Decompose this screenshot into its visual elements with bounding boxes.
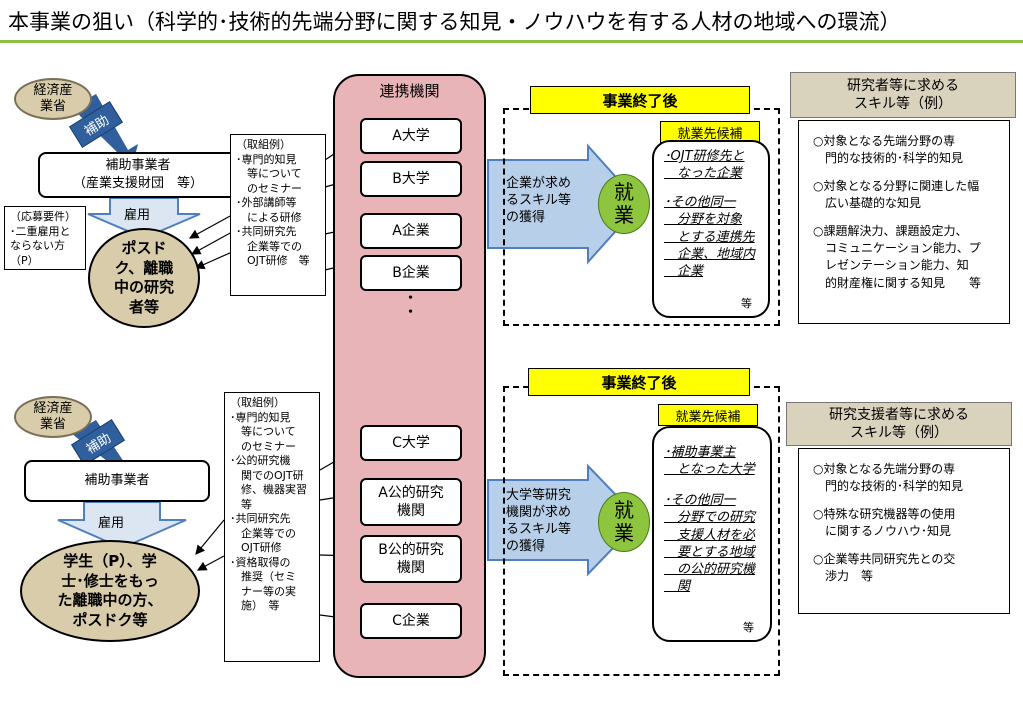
candidate-item: ･その他同一 分野での研究 支援人材を必 要とする地域 の公的研究機 関 [664, 493, 756, 595]
candidate-item: ･補助事業主 となった大学 [664, 445, 755, 478]
candidate-etc: 等 [741, 297, 752, 311]
after-project-label-bottom: 事業終了後 [528, 368, 750, 396]
target-oval-top: ポスド ク、離職 中の研究 者等 [88, 228, 200, 328]
examples-box-bottom: （取組例） ･専門的知見 等について のセミナー ･公的研究機 関でのOJT研 … [224, 392, 320, 662]
ministry-oval-top: 経済産 業省 [14, 78, 92, 120]
skill-arrow-text-bottom: 大学等研究 機関が求め るスキル等 の獲得 [506, 488, 572, 554]
ministry-label: 経済産 業省 [33, 82, 73, 114]
candidate-box-top: ･OJT研修先と なった企業 ･その他同一 分野を対象 とする連携先 企業、地域… [652, 140, 770, 318]
org-c-university: C大学 [360, 425, 462, 461]
candidate-item: ･その他同一 分野を対象 とする連携先 企業、地域内 企業 [664, 195, 756, 279]
skill-list-bottom: ○対象となる先端分野の専 門的な技術的･科学的知見 ○特殊な研究機器等の使用 に… [798, 448, 1010, 614]
employment-circle-bottom: 就 業 [598, 492, 650, 552]
partner-institutions-title: 連携機関 [379, 82, 440, 100]
candidate-etc: 等 [743, 621, 754, 635]
skill-item: ○課題解決力、課題設定力、 コミュニケーション能力、プ レゼンテーション能力、知… [813, 223, 982, 290]
ministry-oval-bottom: 経済産 業省 [14, 396, 92, 438]
candidate-label-top: 就業先候補 [660, 121, 760, 143]
operator-box-bottom: 補助事業者 [24, 460, 210, 502]
org-a-public-research: A公的研究 機関 [360, 478, 462, 526]
skill-arrow-text-top: 企業が求め るスキル等 の獲得 [506, 176, 572, 225]
skill-item: ○対象となる先端分野の専 門的な技術的･科学的知見 [813, 134, 964, 166]
org-b-public-research: B公的研究 機関 [360, 535, 462, 583]
operator-box-top: 補助事業者 （産業支援財団 等） [38, 152, 238, 198]
koyo-label-bottom: 雇用 [98, 516, 125, 531]
target-oval-bottom: 学生（P）、学 士･修士をもっ た離職中の方、 ポスドク等 [20, 540, 200, 642]
skill-list-top: ○対象となる先端分野の専 門的な技術的･科学的知見 ○対象となる分野に関連した幅… [798, 120, 1010, 324]
employment-circle-top: 就 業 [598, 174, 650, 234]
koyo-arrow-bottom [57, 501, 187, 550]
org-ellipsis: ・ ・ [404, 291, 418, 321]
after-project-label-top: 事業終了後 [530, 86, 750, 114]
candidate-item: ･OJT研修先と なった企業 [664, 149, 745, 182]
candidate-box-bottom: ･補助事業主 となった大学 ･その他同一 分野での研究 支援人材を必 要とする地… [652, 426, 772, 642]
skill-item: ○特殊な研究機器等の使用 に関するノウハウ･知見 [813, 506, 956, 539]
org-a-university: A大学 [360, 118, 462, 154]
skill-item: ○対象となる先端分野の専 門的な技術的･科学的知見 [813, 462, 964, 494]
org-c-company: C企業 [360, 603, 462, 639]
skill-item: ○対象となる分野に関連した幅 広い基礎的な知見 [813, 178, 980, 211]
examples-box-top: （取組例） ･専門的知見 等について のセミナー ･外部講師等 による研修 ･共… [230, 134, 326, 296]
skill-header-top: 研究者等に求める スキル等（例） [790, 72, 1016, 118]
skill-header-bottom: 研究支援者等に求める スキル等（例） [786, 402, 1012, 446]
title-divider [0, 40, 1023, 43]
skill-item: ○企業等共同研究先との交 渉力 等 [813, 551, 956, 583]
org-b-company: B企業 [360, 255, 462, 291]
org-a-company: A企業 [360, 213, 462, 249]
candidate-label-bottom: 就業先候補 [658, 404, 758, 426]
koyo-label-top: 雇用 [124, 208, 151, 223]
page-title: 本事業の狙い（科学的･技術的先端分野に関する知見・ノウハウを有する人材の地域への… [8, 10, 901, 34]
requirement-note: （応募要件） ･二重雇用と ならない方 （P） [4, 206, 86, 270]
koyo-arrow-top [87, 197, 201, 240]
org-b-university: B大学 [360, 161, 462, 197]
ministry-label: 経済産 業省 [33, 400, 73, 432]
